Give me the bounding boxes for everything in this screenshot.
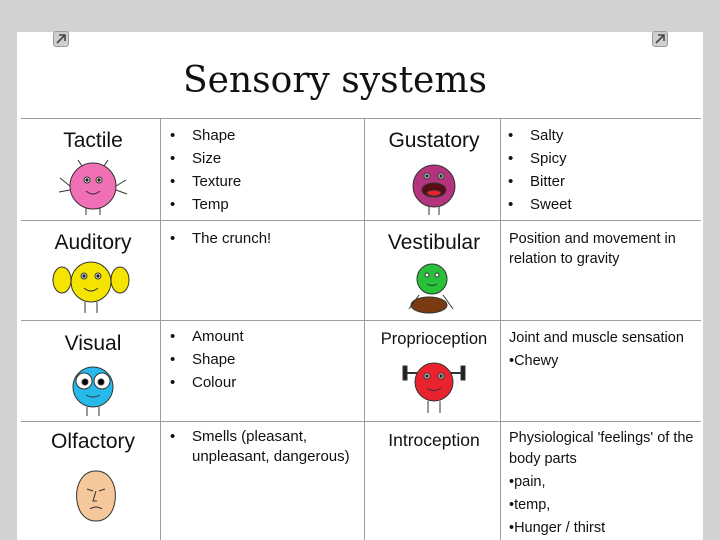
table-column-divider bbox=[500, 118, 501, 540]
table-row-divider bbox=[21, 421, 701, 422]
paragraph-line: Joint and muscle sensation bbox=[509, 330, 684, 346]
paragraph-line: Position and movement in relation to gra… bbox=[509, 231, 676, 267]
list-item: Bitter bbox=[508, 170, 688, 193]
character-tactile-image bbox=[56, 158, 131, 216]
list-item: Shape bbox=[170, 124, 350, 147]
visual-list: Amount Shape Colour bbox=[170, 325, 350, 394]
character-gustatory-image bbox=[405, 158, 463, 216]
paragraph-line: •temp, bbox=[509, 497, 551, 513]
sense-name-gustatory: Gustatory bbox=[388, 129, 480, 152]
paragraph-line: •Chewy bbox=[509, 353, 559, 369]
tactile-list: Shape Size Texture Temp bbox=[170, 124, 350, 216]
introception-description: Physiological 'feelings' of the body par… bbox=[509, 428, 699, 539]
character-auditory-image bbox=[52, 258, 130, 314]
character-proprioception-image bbox=[400, 358, 468, 414]
paragraph-line: Physiological 'feelings' of the body par… bbox=[509, 430, 694, 467]
sense-name-auditory: Auditory bbox=[54, 231, 132, 254]
sense-name-vestibular: Vestibular bbox=[387, 231, 481, 254]
list-item: Amount bbox=[170, 325, 350, 348]
character-visual-image bbox=[64, 361, 122, 417]
character-vestibular-image bbox=[403, 259, 461, 319]
sense-name-visual: Visual bbox=[64, 332, 122, 355]
list-item: Smells (pleasant, unpleasant, dangerous) bbox=[170, 427, 360, 467]
list-item: Temp bbox=[170, 193, 350, 216]
list-item: Spicy bbox=[508, 147, 688, 170]
table-column-divider bbox=[364, 118, 365, 540]
character-olfactory-image bbox=[69, 465, 123, 527]
vestibular-description: Position and movement in relation to gra… bbox=[509, 229, 699, 269]
paragraph-line: •Hunger / thirst bbox=[509, 520, 606, 536]
list-item: Texture bbox=[170, 170, 350, 193]
corner-pin-icon bbox=[652, 31, 668, 47]
sense-name-olfactory: Olfactory bbox=[50, 430, 136, 453]
sense-name-tactile: Tactile bbox=[63, 129, 123, 152]
olfactory-list: Smells (pleasant, unpleasant, dangerous) bbox=[170, 427, 360, 467]
table-column-divider bbox=[160, 118, 161, 540]
sense-name-introception: Introception bbox=[388, 430, 480, 450]
auditory-list: The crunch! bbox=[170, 227, 350, 250]
proprioception-description: Joint and muscle sensation •Chewy bbox=[509, 328, 699, 371]
list-item: Colour bbox=[170, 371, 350, 394]
paragraph-line: •pain, bbox=[509, 474, 546, 490]
sense-name-proprioception: Proprioception bbox=[380, 330, 488, 348]
page-title: Sensory systems bbox=[183, 60, 487, 101]
corner-pin-icon bbox=[53, 31, 69, 47]
table-row-divider bbox=[21, 118, 701, 119]
list-item: Shape bbox=[170, 348, 350, 371]
list-item: Size bbox=[170, 147, 350, 170]
table-row-divider bbox=[21, 320, 701, 321]
table-row-divider bbox=[21, 220, 701, 221]
gustatory-list: Salty Spicy Bitter Sweet bbox=[508, 124, 688, 216]
list-item: The crunch! bbox=[170, 227, 350, 250]
slide-panel bbox=[17, 32, 703, 540]
list-item: Salty bbox=[508, 124, 688, 147]
list-item: Sweet bbox=[508, 193, 688, 216]
